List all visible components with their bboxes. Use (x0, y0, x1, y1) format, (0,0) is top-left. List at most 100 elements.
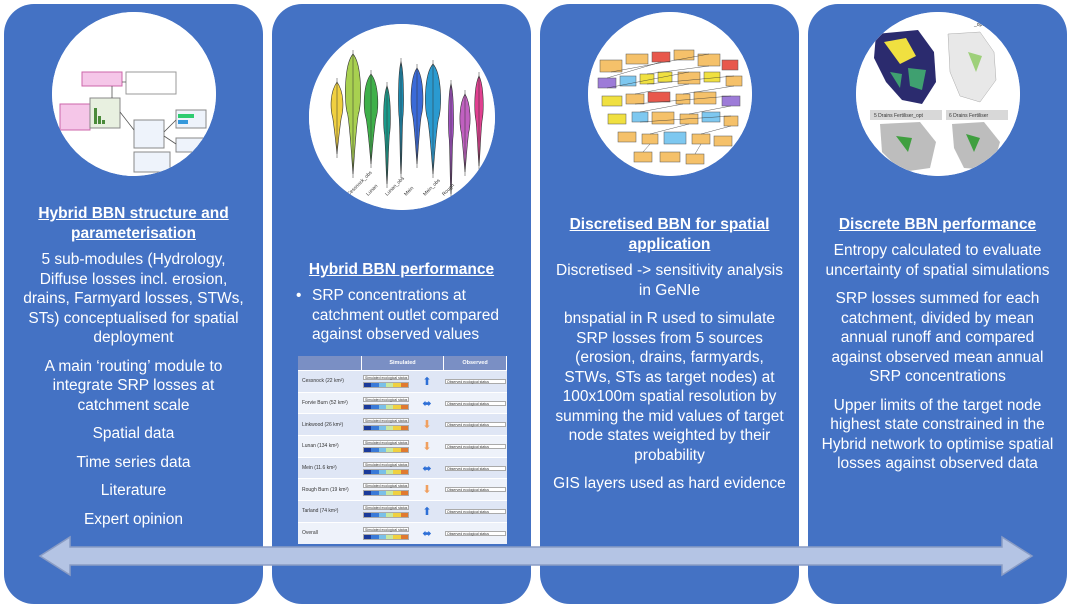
observed-status-cell: Observed ecological status (444, 479, 507, 500)
panel-discrete-performance: 5 Drains Fertiliser_opt 6 Drains Fertili… (808, 4, 1067, 604)
network-node (631, 111, 648, 123)
table-row: Linkwood (26 km²) Simulated ecological st… (298, 413, 507, 436)
simulated-status-bar (363, 533, 409, 540)
panel-2-heading: Hybrid BBN performance (308, 261, 495, 278)
table-row: Mein (11.6 km²) Simulated ecological stat… (298, 456, 507, 479)
observed-status-label: Observed ecological status (445, 530, 506, 536)
simulated-status-cell: Simulated ecological status (362, 393, 410, 414)
network-node (619, 75, 636, 87)
comparison-arrow-icon: ⬌ (422, 462, 432, 475)
network-node (685, 153, 704, 165)
catchment-name: Cessnock (22 km²) (302, 378, 344, 385)
network-node (657, 71, 672, 83)
catchment-name: Lunan (134 km²) (302, 443, 339, 450)
simulated-status-label: Simulated ecological status (363, 374, 409, 380)
network-node (713, 135, 732, 147)
map-label-2: 6 Drains Fertiliser (949, 113, 989, 119)
network-edge (606, 71, 689, 89)
table-header-simulated: Simulated (362, 356, 444, 370)
observed-status-cell: Observed ecological status (444, 501, 507, 522)
network-edge (610, 53, 709, 73)
spatial-maps-image: 5 Drains Fertiliser_opt 6 Drains Fertili… (855, 12, 1020, 176)
panel-4-para-2: SRP losses summed for each catchment, di… (831, 290, 1044, 385)
simulated-status-bar (363, 425, 409, 432)
network-edge (639, 103, 683, 113)
panel-1-para-5: Literature (100, 482, 167, 499)
network-node (675, 93, 690, 105)
observed-status-cell: Observed ecological status (444, 523, 507, 544)
observed-status-label: Observed ecological status (445, 400, 506, 406)
network-node (633, 151, 652, 163)
network-node (625, 93, 644, 105)
map-label-1: 5 Drains Fertiliser_opt (874, 113, 924, 119)
simulated-status-label: Simulated ecological status (363, 396, 409, 402)
table-row: Tarland (74 km²) Simulated ecological sta… (298, 500, 507, 522)
network-node (651, 111, 674, 125)
observed-status-label: Observed ecological status (445, 508, 506, 514)
network-node (697, 53, 720, 67)
network-edge (642, 143, 650, 153)
simulated-status-bar (363, 403, 409, 410)
network-node (601, 95, 622, 107)
observed-status-cell: Observed ecological status (444, 393, 507, 414)
network-edge (639, 115, 731, 123)
simulated-status-cell: Simulated ecological status (362, 458, 410, 479)
table-row: Cessnock (22 km²) Simulated ecological st… (298, 370, 507, 392)
bbn-structure-image (51, 12, 216, 176)
network-edge (606, 61, 661, 79)
panel-1-heading: Hybrid BBN structure and parameterisatio… (38, 205, 229, 242)
observed-status-cell: Observed ecological status (444, 436, 507, 457)
network-edge (634, 83, 689, 95)
network-edge (646, 75, 734, 85)
comparison-arrow-icon: ⬆ (422, 375, 432, 388)
simulated-status-cell: Simulated ecological status (362, 414, 410, 435)
network-node (691, 133, 710, 145)
panel-1-para-2: A main ‘routing’ module to integrate SRP… (44, 357, 223, 414)
catchment-name: Overall (302, 530, 318, 537)
panel-1-para-6: Expert opinion (83, 510, 184, 528)
simulated-status-label: Simulated ecological status (363, 483, 409, 489)
simulated-status-cell: Simulated ecological status (362, 523, 410, 544)
simulated-status-bar (363, 468, 409, 475)
network-node (701, 111, 720, 123)
comparison-arrow-icon: ⬇ (422, 419, 432, 432)
observed-status-label: Observed ecological status (445, 422, 506, 428)
simulated-status-cell: Simulated ecological status (362, 501, 410, 522)
simulated-status-bar (363, 446, 409, 453)
network-node (607, 113, 626, 125)
panel-3-para-2: bnspatial in R used to simulate SRP loss… (555, 310, 784, 464)
network-node (659, 151, 680, 163)
network-node (599, 59, 622, 73)
network-node (651, 51, 670, 63)
simulated-status-label: Simulated ecological status (363, 504, 409, 510)
network-edge (649, 123, 689, 135)
catchment-name: Mein (11.6 km²) (302, 465, 337, 472)
table-row: Forvie Burn (52 km²)Simulated ecological… (298, 391, 507, 414)
simulated-status-label: Simulated ecological status (363, 418, 409, 424)
network-node (723, 115, 738, 127)
network-node (625, 53, 648, 65)
panel-3-para-1: Discretised -> sensitivity analysis in G… (556, 262, 783, 299)
panel-1-para-4: Time series data (76, 453, 191, 471)
network-node (703, 71, 720, 83)
observed-status-cell: Observed ecological status (444, 458, 507, 479)
network-node (617, 131, 636, 143)
simulated-status-label: Simulated ecological status (363, 439, 409, 445)
table-row: Lunan (134 km²) Simulated ecological stat… (298, 435, 507, 457)
panel-3-heading: Discretised BBN for spatial application (569, 216, 770, 253)
network-node (677, 71, 700, 85)
simulated-status-label: Simulated ecological status (363, 461, 409, 467)
simulated-status-bar (363, 490, 409, 497)
observed-status-label: Observed ecological status (445, 465, 506, 471)
network-edge (700, 125, 731, 135)
catchment-name: Tarland (74 km²) (302, 508, 339, 515)
panel-discretised-bbn: Discretised BBN for spatial application … (540, 4, 799, 604)
network-node (721, 95, 740, 107)
network-edge (688, 105, 731, 115)
observed-status-label: Observed ecological status (445, 487, 506, 493)
simulated-status-cell: Simulated ecological status (362, 371, 410, 392)
catchment-name: Linkwood (26 km²) (302, 421, 344, 428)
comparison-arrow-icon: ⬌ (422, 397, 432, 410)
table-row: Rough Burn (19 km²)Simulated ecological … (298, 478, 507, 501)
